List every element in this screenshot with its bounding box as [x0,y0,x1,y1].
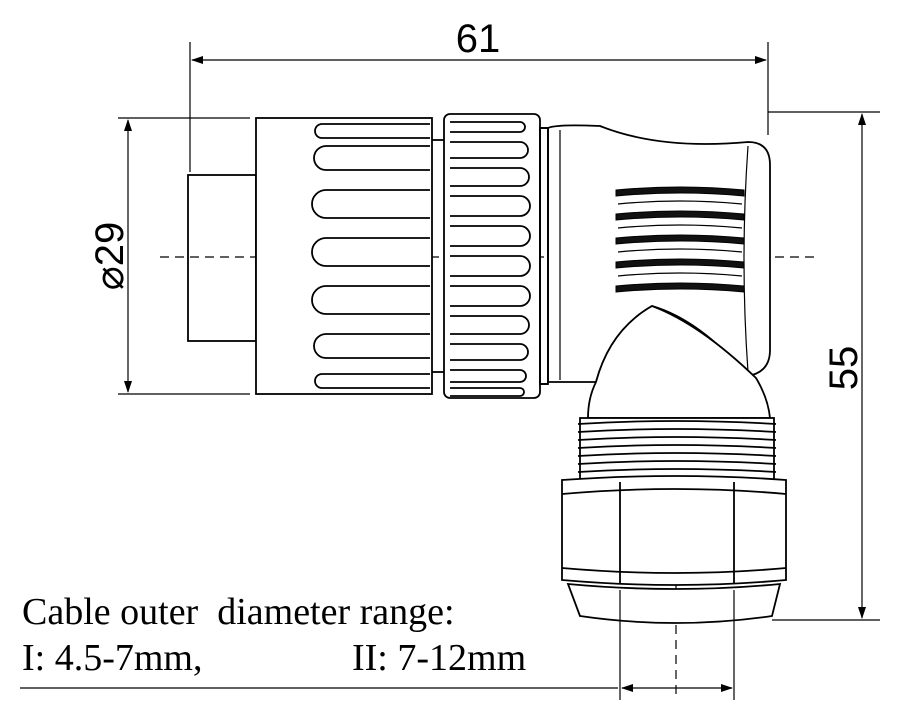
knurled-ring [432,113,541,399]
note-range-i: I: 4.5-7mm, [22,637,202,679]
diameter-dimension-label: ⌀29 [88,222,132,291]
cable-dimension [20,625,735,700]
height-dimension: 55 [768,111,880,621]
cable-range-note: Cable outer diameter range: I: 4.5-7mm, … [22,591,526,679]
thread-section [577,417,777,481]
note-range-ii: II: 7-12mm [352,637,526,679]
diameter-dimension: ⌀29 [88,117,250,395]
elbow-housing [539,124,771,385]
elbow-neck [587,305,771,419]
coupling-body [255,117,433,395]
plug-face [187,174,257,342]
height-dimension-label: 55 [822,346,866,391]
cable-seal [566,582,782,625]
gland-nut [561,475,787,586]
width-dimension-label: 61 [456,17,501,61]
grip-ribs [615,186,745,293]
note-line-1: Cable outer diameter range: [22,591,455,633]
width-dimension: 61 [189,17,769,172]
